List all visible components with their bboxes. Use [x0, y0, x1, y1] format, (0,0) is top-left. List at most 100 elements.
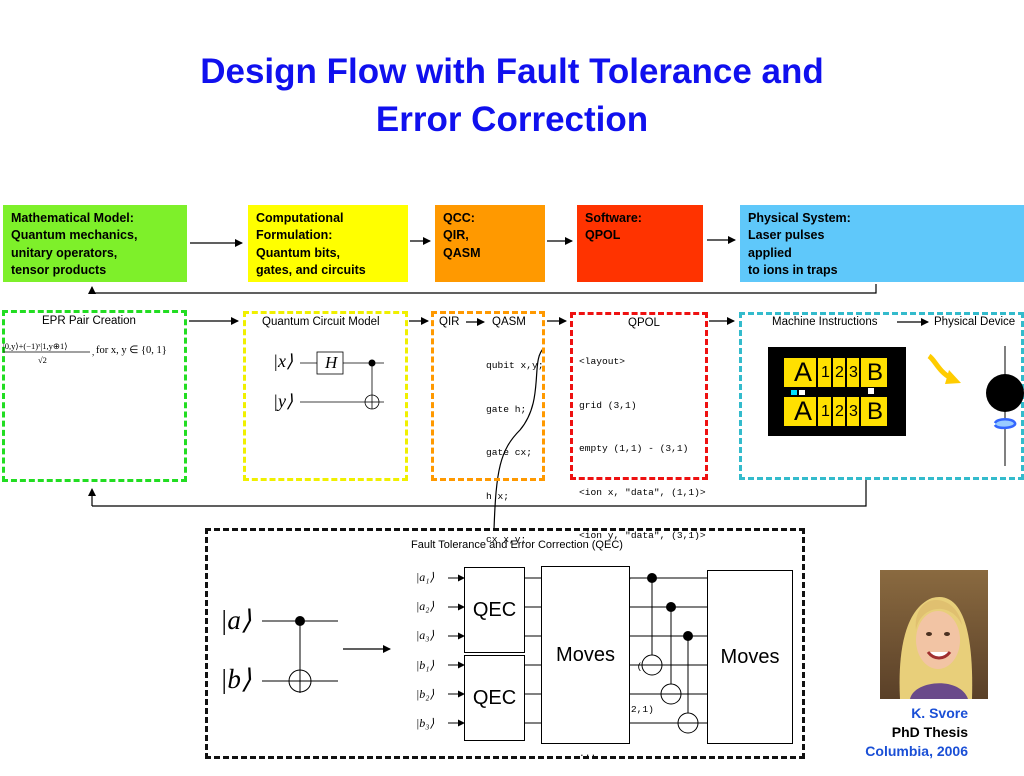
ion-marker-cyan [791, 390, 797, 395]
qec-label: Fault Tolerance and Error Correction (QE… [411, 539, 623, 551]
tile-separator [859, 397, 861, 426]
ion-ball-icon [986, 346, 1024, 466]
qec-panel [205, 528, 805, 759]
qec-block-b-label: QEC [472, 686, 517, 709]
tile-b: B [867, 398, 884, 425]
qasm-line: h x; [486, 490, 510, 502]
qec-block-a: QEC [464, 567, 525, 653]
qasm-panel [431, 311, 545, 481]
qir-label: QIR [439, 316, 460, 328]
tile-num-3: 3 [849, 364, 858, 381]
svg-text:,: , [92, 347, 94, 357]
tile-a: A [794, 396, 813, 426]
physical-line-3: applied [748, 245, 792, 260]
physical-device-label: Physical Device [934, 316, 1016, 328]
tile-a: A [794, 357, 813, 387]
qpol-panel [570, 312, 708, 480]
qec-block-b: QEC [464, 655, 525, 741]
math-model-line-4: tensor products [11, 262, 107, 277]
tile-separator [816, 397, 818, 426]
qasm-line: gate cx; [486, 447, 533, 458]
circuit-label: Quantum Circuit Model [262, 316, 380, 328]
software-box: Software: QPOL [577, 205, 703, 282]
trap-row-2: A 1 2 3 B [784, 397, 887, 426]
qubit-a3-label: |a₃⟩ [416, 628, 435, 642]
epr-formula-note: for x, y ∈ {0, 1} [96, 345, 167, 356]
tile-separator [845, 397, 847, 426]
qcc-line-2: QIR, [443, 228, 469, 243]
tile-num-3: 3 [849, 403, 858, 420]
credit-thesis: PhD Thesis [891, 724, 968, 740]
credit-block: K. Svore PhD Thesis Columbia, 2006 [820, 704, 968, 761]
tile-num-2: 2 [835, 364, 844, 381]
qubit-a2-label: |a₂⟩ [416, 599, 435, 613]
physical-line-1: Physical System: [748, 211, 851, 225]
math-model-line-1: Mathematical Model: [11, 211, 134, 225]
moves-block-1: Moves [541, 566, 630, 744]
hadamard-gate-label: H [325, 353, 338, 372]
qpol-line: ... [579, 747, 597, 759]
svg-text:√2: √2 [38, 355, 47, 365]
math-model-box: Mathematical Model: Quantum mechanics, u… [3, 205, 187, 282]
tile-num-1: 1 [821, 403, 830, 420]
title-line-2: Error Correction [375, 100, 649, 139]
qubit-x-label: |x⟩ [273, 351, 293, 371]
tile-separator [845, 358, 847, 387]
qasm-code: qubit x,y; gate h; gate cx; h x; cx x,y; [486, 330, 544, 562]
qec-cnot-diagram [262, 616, 338, 693]
tile-num-1: 1 [821, 364, 830, 381]
curved-arrow-icon [927, 353, 961, 384]
qasm-label: QASM [492, 316, 526, 328]
qpol-label: QPOL [628, 317, 660, 329]
qec-input-a: |a⟩ [220, 605, 252, 635]
qec-circuit-wires [448, 573, 707, 734]
tile-separator [859, 358, 861, 387]
qec-input-b: |b⟩ [220, 664, 252, 694]
software-line-1: Software: [585, 211, 642, 225]
qubit-b1-label: |b₁⟩ [416, 658, 435, 672]
slide-title: Design Flow with Fault Tolerance and Err… [0, 48, 1024, 144]
qubit-y-label: |y⟩ [273, 391, 293, 411]
qasm-line: gate h; [486, 403, 527, 415]
ion-marker-white [868, 388, 874, 394]
moves-block-2-label: Moves [720, 645, 780, 668]
qpol-line: <ion y, "data", (3,1)> [579, 530, 706, 541]
tile-separator [816, 358, 818, 387]
qpol-line: empty (1,1) - (3,1) [579, 443, 689, 454]
title-line-1: Design Flow with Fault Tolerance and [200, 52, 824, 91]
circuit-diagram [300, 351, 384, 410]
epr-label: EPR Pair Creation [42, 315, 136, 327]
epr-panel [2, 310, 187, 482]
svg-text:|0,y⟩+(−1)ˣ|1,y⊕1⟩: |0,y⟩+(−1)ˣ|1,y⊕1⟩ [3, 341, 68, 351]
computational-line-3: Quantum bits, [256, 245, 341, 260]
tile-separator [831, 397, 833, 426]
computational-box: Computational Formulation: Quantum bits,… [248, 205, 408, 282]
tile-b: B [867, 359, 884, 386]
credit-place: Columbia, 2006 [865, 743, 968, 759]
moves-block-2: Moves [707, 570, 793, 744]
qcc-box: QCC: QIR, QASM [435, 205, 545, 282]
qubit-b3-label: |b₃⟩ [416, 716, 435, 730]
ion-marker-white-2 [799, 390, 805, 395]
computational-line-4: gates, and circuits [256, 262, 366, 277]
epr-formula: |0,y⟩+(−1)ˣ|1,y⊕1⟩ √2 , [3, 341, 94, 365]
circuit-panel [243, 311, 408, 481]
machine-instructions-label: Machine Instructions [772, 316, 878, 328]
qcc-line-3: QASM [443, 245, 481, 260]
tile-separator [831, 358, 833, 387]
physical-system-box: Physical System: Laser pulses applied to… [740, 205, 1024, 282]
qpol-line: grid (3,1) [579, 399, 637, 411]
qasm-line: qubit x,y; [486, 360, 544, 371]
computational-line-2: Formulation: [256, 228, 333, 243]
moves-block-1-label: Moves [556, 643, 615, 666]
physical-line-4: to ions in traps [748, 262, 838, 277]
software-line-2: QPOL [585, 228, 621, 243]
qpol-line: <ion x, "data", (1,1)> [579, 486, 706, 498]
physical-line-2: Laser pulses [748, 228, 825, 243]
trap-row-1: A 1 2 3 B [784, 358, 887, 387]
math-model-line-2: Quantum mechanics, [11, 228, 138, 243]
tile-num-2: 2 [835, 403, 844, 420]
photo-portrait [880, 570, 988, 699]
qasm-line: cx x,y; [486, 534, 527, 545]
